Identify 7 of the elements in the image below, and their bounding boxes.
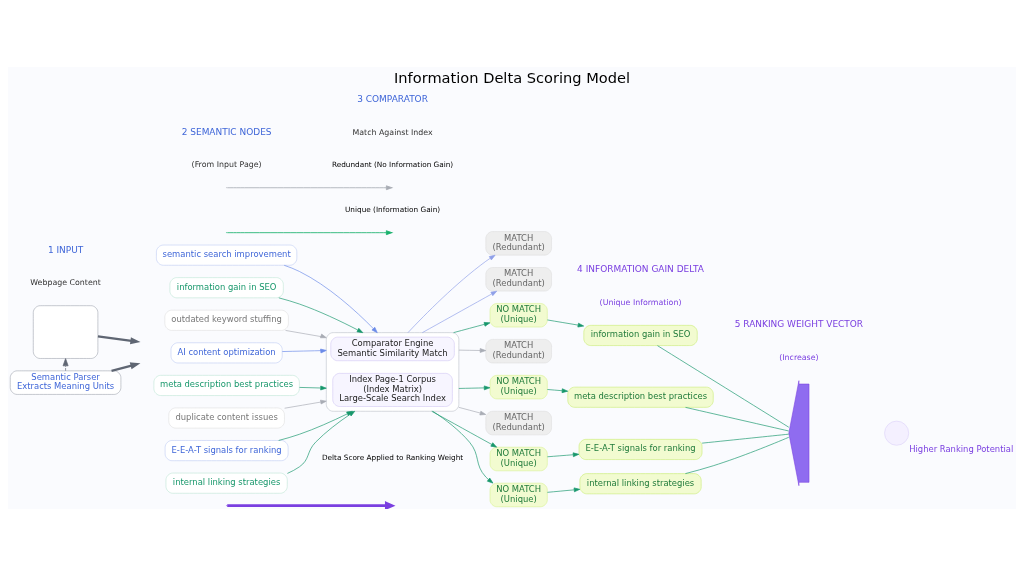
diagram-title: Information Delta Scoring Model [394, 69, 630, 87]
label: 5 RANKING WEIGHT VECTOR [734, 319, 864, 330]
label: 2 SEMANTIC NODES [181, 126, 272, 137]
label: 4 INFORMATION GAIN DELTA [577, 264, 704, 275]
label: 3 COMPARATOR [357, 94, 428, 105]
label: 1 INPUT [47, 244, 84, 255]
node-label: Higher Ranking Potential [909, 443, 1014, 454]
